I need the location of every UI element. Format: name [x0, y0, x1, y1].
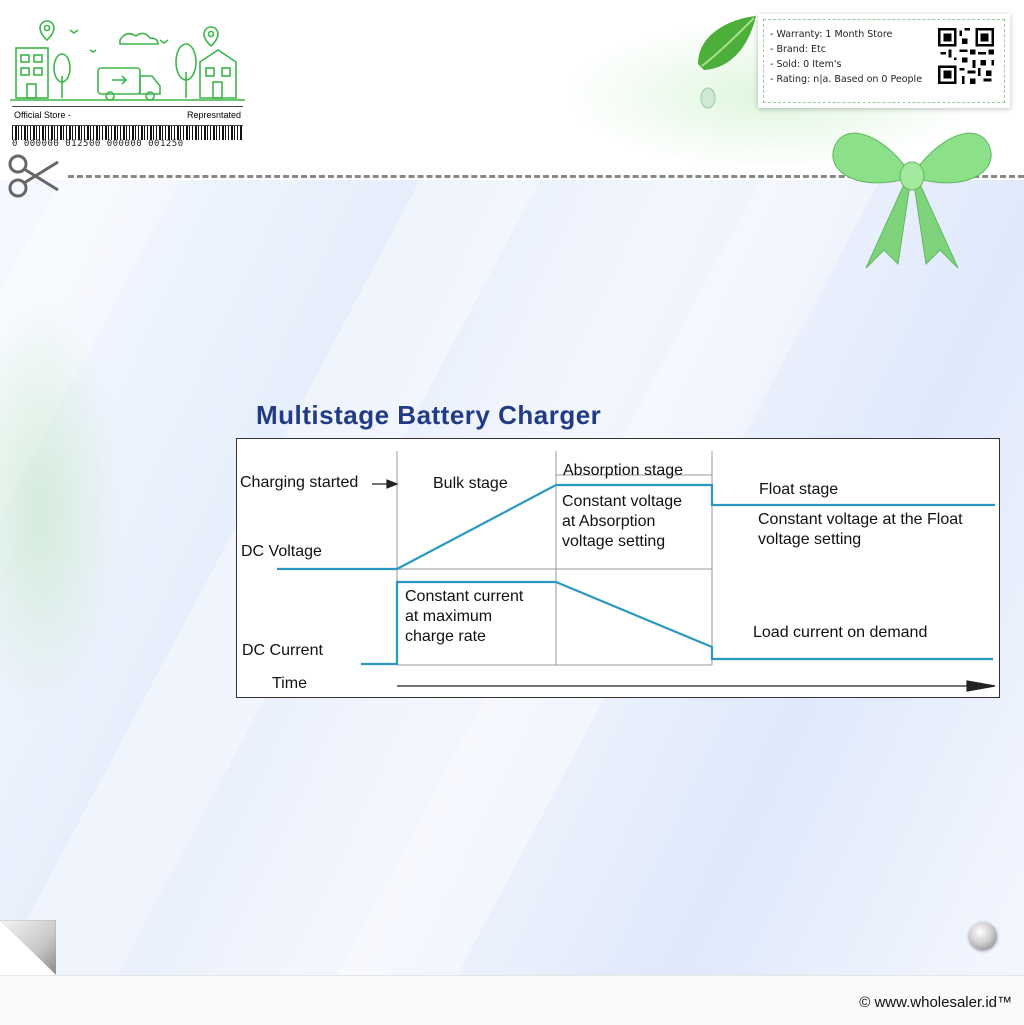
footer-bar — [0, 975, 1024, 1025]
bird-icon — [69, 29, 169, 53]
brand-line: - Brand: Etc — [770, 44, 826, 55]
copyright-text: © www.wholesaler.id™ — [859, 994, 1012, 1011]
tree-icon — [175, 43, 197, 98]
bulk-description-line: Constant current — [405, 588, 524, 605]
building-icon — [15, 47, 49, 99]
charger-diagram: Charging started Bulk stage Absorption s… — [236, 438, 1000, 698]
cloud-icon — [119, 32, 159, 45]
scissors-icon — [8, 154, 59, 198]
location-pin-icon — [39, 20, 55, 42]
current-curve — [361, 580, 993, 666]
warranty-line: - Warranty: 1 Month Store — [770, 29, 893, 40]
diagram-title: Multistage Battery Charger — [256, 400, 602, 430]
location-pin-icon — [203, 26, 219, 48]
bulk-description-line: at maximum — [405, 608, 493, 625]
building-icon — [199, 49, 237, 99]
store-label-row: Official Store - Represntated — [12, 106, 243, 126]
time-label: Time — [272, 675, 307, 692]
load-current-label: Load current on demand — [753, 624, 928, 641]
metal-button-icon — [969, 922, 997, 950]
voltage-curve — [277, 483, 995, 571]
float-description-line: Constant voltage at the Float — [758, 511, 963, 528]
float-description-line: voltage setting — [758, 531, 862, 548]
product-info-card: - Warranty: 1 Month Store - Brand: Etc -… — [758, 14, 1010, 108]
leaf-icon — [698, 16, 756, 109]
cut-line — [68, 175, 1024, 178]
city-illustration — [10, 20, 245, 101]
absorption-description-line: voltage setting — [562, 533, 666, 550]
store-card: Official Store - Represntated 0 000000 0… — [10, 10, 245, 150]
info-card-border — [763, 19, 1005, 103]
qr-code-icon — [938, 28, 994, 84]
barcode-digits: 0 000000 012500 000000 001250 — [12, 139, 184, 149]
dc-voltage-label: DC Voltage — [241, 543, 322, 560]
barcode — [12, 126, 243, 140]
sold-line: - Sold: 0 Item's — [770, 59, 842, 70]
start-arrowhead — [386, 479, 399, 489]
absorption-description-line: at Absorption — [562, 513, 656, 530]
diagram-graphics — [277, 451, 996, 692]
float-stage-label: Float stage — [759, 481, 839, 498]
bow-icon — [832, 132, 992, 269]
dc-current-label: DC Current — [242, 642, 323, 659]
rating-line: - Rating: n|a. Based on 0 People — [770, 74, 923, 85]
represented-label: Represntated — [186, 110, 241, 120]
info-lines: - Warranty: 1 Month Store - Brand: Etc -… — [770, 27, 922, 87]
official-store-label: Official Store - — [14, 110, 71, 120]
delivery-truck-icon — [97, 67, 161, 101]
bulk-stage-label: Bulk stage — [433, 475, 508, 492]
absorption-stage-label: Absorption stage — [563, 462, 684, 479]
absorption-description-line: Constant voltage — [562, 493, 683, 510]
tree-icon — [53, 53, 71, 98]
bulk-description-line: charge rate — [405, 628, 486, 645]
charging-started-label: Charging started — [240, 474, 359, 491]
time-arrowhead — [966, 680, 996, 692]
page-curl-icon — [0, 920, 56, 975]
